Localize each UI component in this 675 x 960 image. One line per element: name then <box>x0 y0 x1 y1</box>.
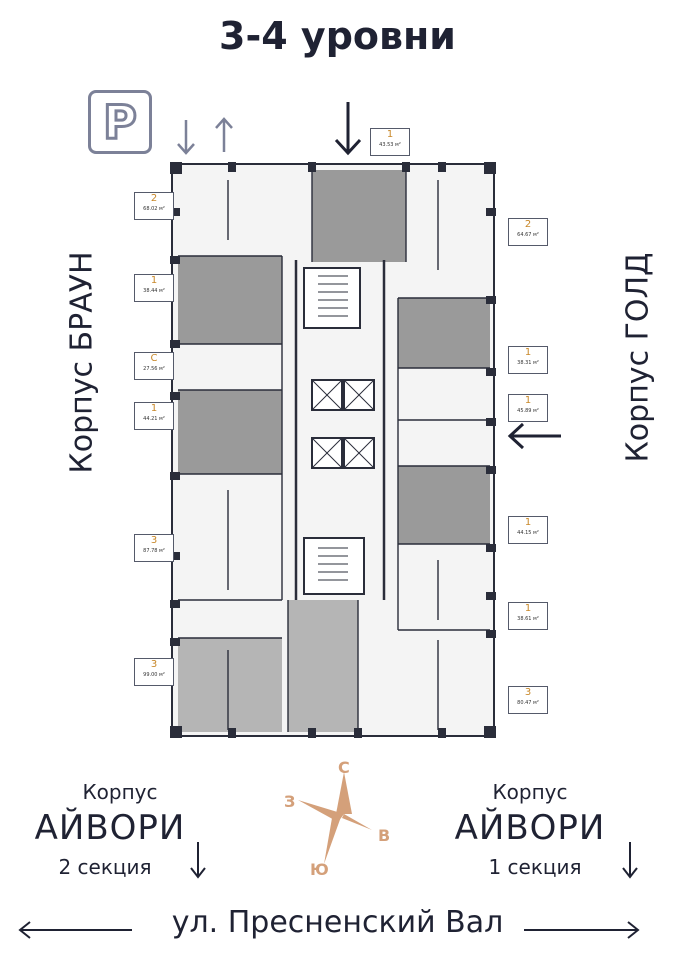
page-title: 3-4 уровни <box>219 14 456 58</box>
parking-entry-exit-arrows <box>177 117 233 155</box>
entrance-arrow-right-icon <box>507 422 561 450</box>
highlight-top <box>312 170 406 262</box>
compass-icon <box>298 772 372 864</box>
highlight-l2 <box>178 256 282 344</box>
street-name: ул. Пресненский Вал <box>171 905 504 940</box>
compass-north: С <box>338 758 350 777</box>
street-arrow-right-icon <box>524 921 640 939</box>
parking-icon: P <box>88 90 152 154</box>
bottom-right-building-section: 1 секция <box>488 855 582 879</box>
bottom-left-building-section: 2 секция <box>58 855 152 879</box>
floor-plan <box>170 162 496 738</box>
highlight-mid-bottom <box>288 600 358 732</box>
highlight-l4 <box>178 390 282 474</box>
compass-south: Ю <box>310 860 329 879</box>
left-building-label: Корпус БРАУН <box>64 251 100 474</box>
highlight-r2 <box>398 298 490 368</box>
bottom-left-building-line1: Корпус <box>82 780 158 804</box>
arrow-down-left-icon <box>190 842 206 879</box>
compass-west: З <box>284 792 296 811</box>
bottom-right-building-name: АЙВОРИ <box>454 808 606 848</box>
entrance-arrow-top-icon <box>334 102 362 156</box>
right-building-label: Корпус ГОЛД <box>620 252 656 463</box>
highlight-r4 <box>398 466 490 544</box>
arrow-down-right-icon <box>622 842 638 879</box>
bottom-left-building-name: АЙВОРИ <box>34 808 186 848</box>
bottom-right-building-line1: Корпус <box>492 780 568 804</box>
compass-east: В <box>378 826 391 845</box>
street-arrow-left-icon <box>18 921 132 939</box>
highlight-l6 <box>178 638 282 732</box>
